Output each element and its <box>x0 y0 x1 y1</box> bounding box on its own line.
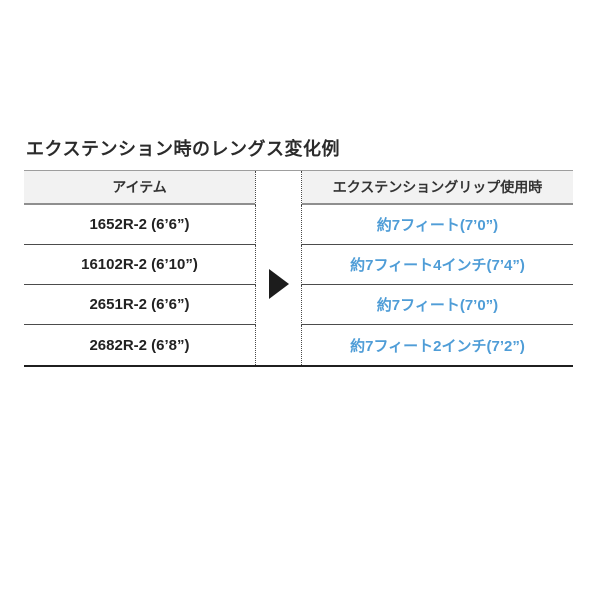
table-row: 16102R-2 (6’10”) 約7フィート4インチ(7’4”) <box>24 245 573 285</box>
extended-length-value: 約7フィート4インチ(7’4”) <box>302 245 573 285</box>
page-title: エクステンション時のレングス変化例 <box>26 139 340 159</box>
item-code: 2682R-2 (6’8”) <box>89 336 190 354</box>
row-spacer-cell <box>255 325 302 365</box>
row-spacer-cell <box>255 205 302 245</box>
item-code: 16102R-2 (6’10”) <box>24 245 255 285</box>
table-row: 2682R-2 (6’8”) 約7フィート2インチ(7’2”) <box>24 325 573 365</box>
row-spacer-cell <box>255 245 302 285</box>
table-row: 2651R-2 (6’6”) 約7フィート(7’0”) <box>24 285 573 325</box>
extended-length-value: 約7フィート2インチ(7’2”) <box>350 337 525 355</box>
row-spacer-cell <box>255 285 302 325</box>
item-code: 1652R-2 (6’6”) <box>24 205 255 245</box>
arrow-right-icon <box>269 269 289 299</box>
item-code: 2651R-2 (6’6”) <box>24 285 255 325</box>
extended-length-value: 約7フィート(7’0”) <box>302 285 573 325</box>
extended-length-value: 約7フィート(7’0”) <box>302 205 573 245</box>
table-row: 1652R-2 (6’6”) 約7フィート(7’0”) <box>24 205 573 245</box>
table-header-row: アイテム エクステンショングリップ使用時 <box>24 171 573 205</box>
header-spacer-cell <box>255 171 302 205</box>
column-header-item: アイテム <box>24 171 255 205</box>
column-header-extended: エクステンショングリップ使用時 <box>302 171 573 205</box>
length-change-table: アイテム エクステンショングリップ使用時 1652R-2 (6’6”) 約7フィ… <box>24 170 573 367</box>
